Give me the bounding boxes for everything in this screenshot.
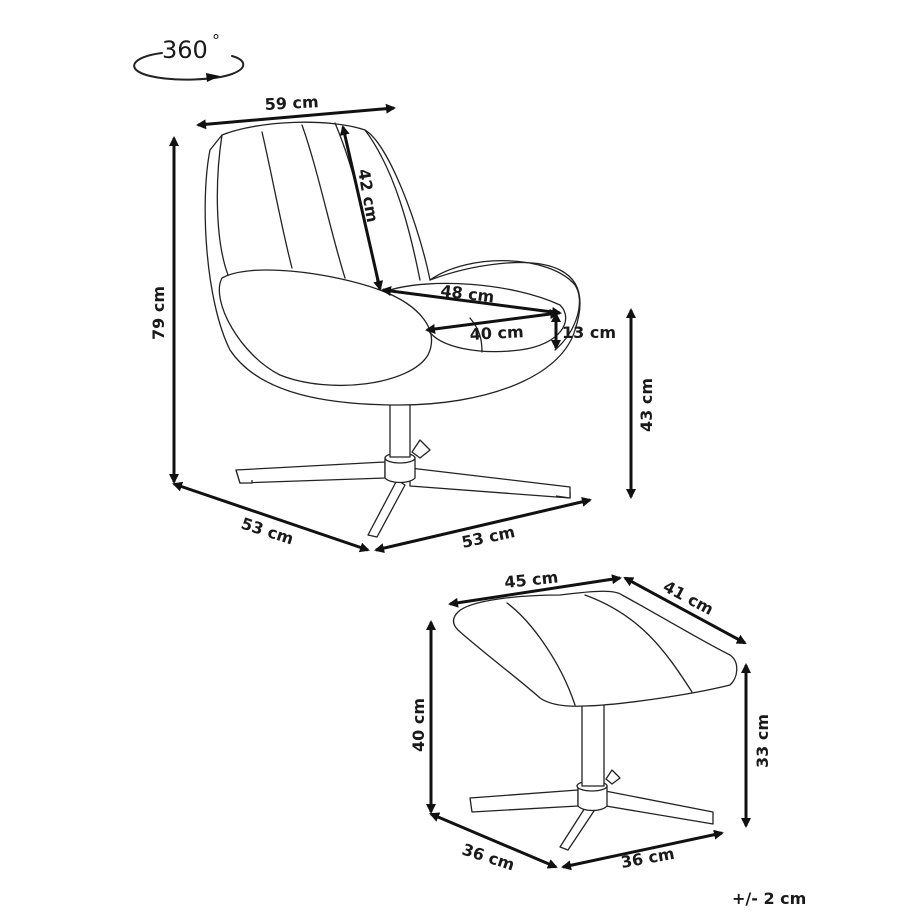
chair-seat-height-label: 43 cm <box>637 378 656 432</box>
ottoman-total-height-label: 40 cm <box>409 698 428 752</box>
rotate-360-icon: 360 ° <box>133 31 245 82</box>
chair-armrest-height-label: 13 cm <box>562 323 616 342</box>
chair-total-height-label: 79 cm <box>149 286 168 340</box>
chair-base-depth-label: 53 cm <box>239 514 296 549</box>
degree-symbol: ° <box>212 31 220 50</box>
ottoman-dimensions: 45 cm 41 cm 40 cm 33 cm 36 cm 36 cm <box>409 567 772 874</box>
tolerance-note: +/- 2 cm <box>732 889 806 908</box>
ottoman-drawing <box>452 590 738 851</box>
rotation-label: 360 <box>162 36 208 64</box>
chair-seat-depth-label: 40 cm <box>469 322 524 344</box>
ottoman-base-width-label: 36 cm <box>619 844 675 872</box>
ottoman-base-depth-label: 36 cm <box>460 840 517 875</box>
chair-base-width-label: 53 cm <box>460 522 517 552</box>
ottoman-seat-height-label: 33 cm <box>753 714 772 768</box>
chair-width-label: 59 cm <box>264 92 319 114</box>
chair-drawing <box>204 121 581 538</box>
